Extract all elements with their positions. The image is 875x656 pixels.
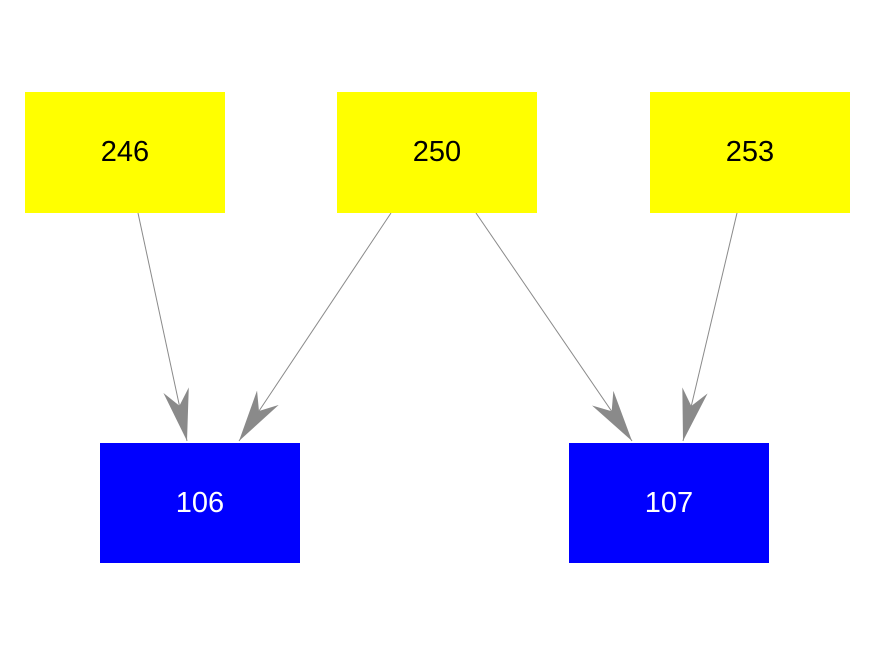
edge-246-to-106 [137,212,189,442]
node-label: 107 [644,486,694,519]
node-246[interactable]: 246 [25,92,225,213]
edge-250-to-107 [475,212,633,442]
edge-253-to-107 [682,212,738,442]
node-label: 246 [100,136,150,168]
node-label: 106 [175,486,225,519]
node-250[interactable]: 250 [337,92,537,213]
node-label: 253 [725,136,775,168]
node-253[interactable]: 253 [650,92,850,213]
node-label: 250 [412,136,462,168]
edges-group [137,212,738,442]
node-107[interactable]: 107 [569,443,769,563]
node-106[interactable]: 106 [100,443,300,563]
edge-250-to-106 [238,212,392,442]
